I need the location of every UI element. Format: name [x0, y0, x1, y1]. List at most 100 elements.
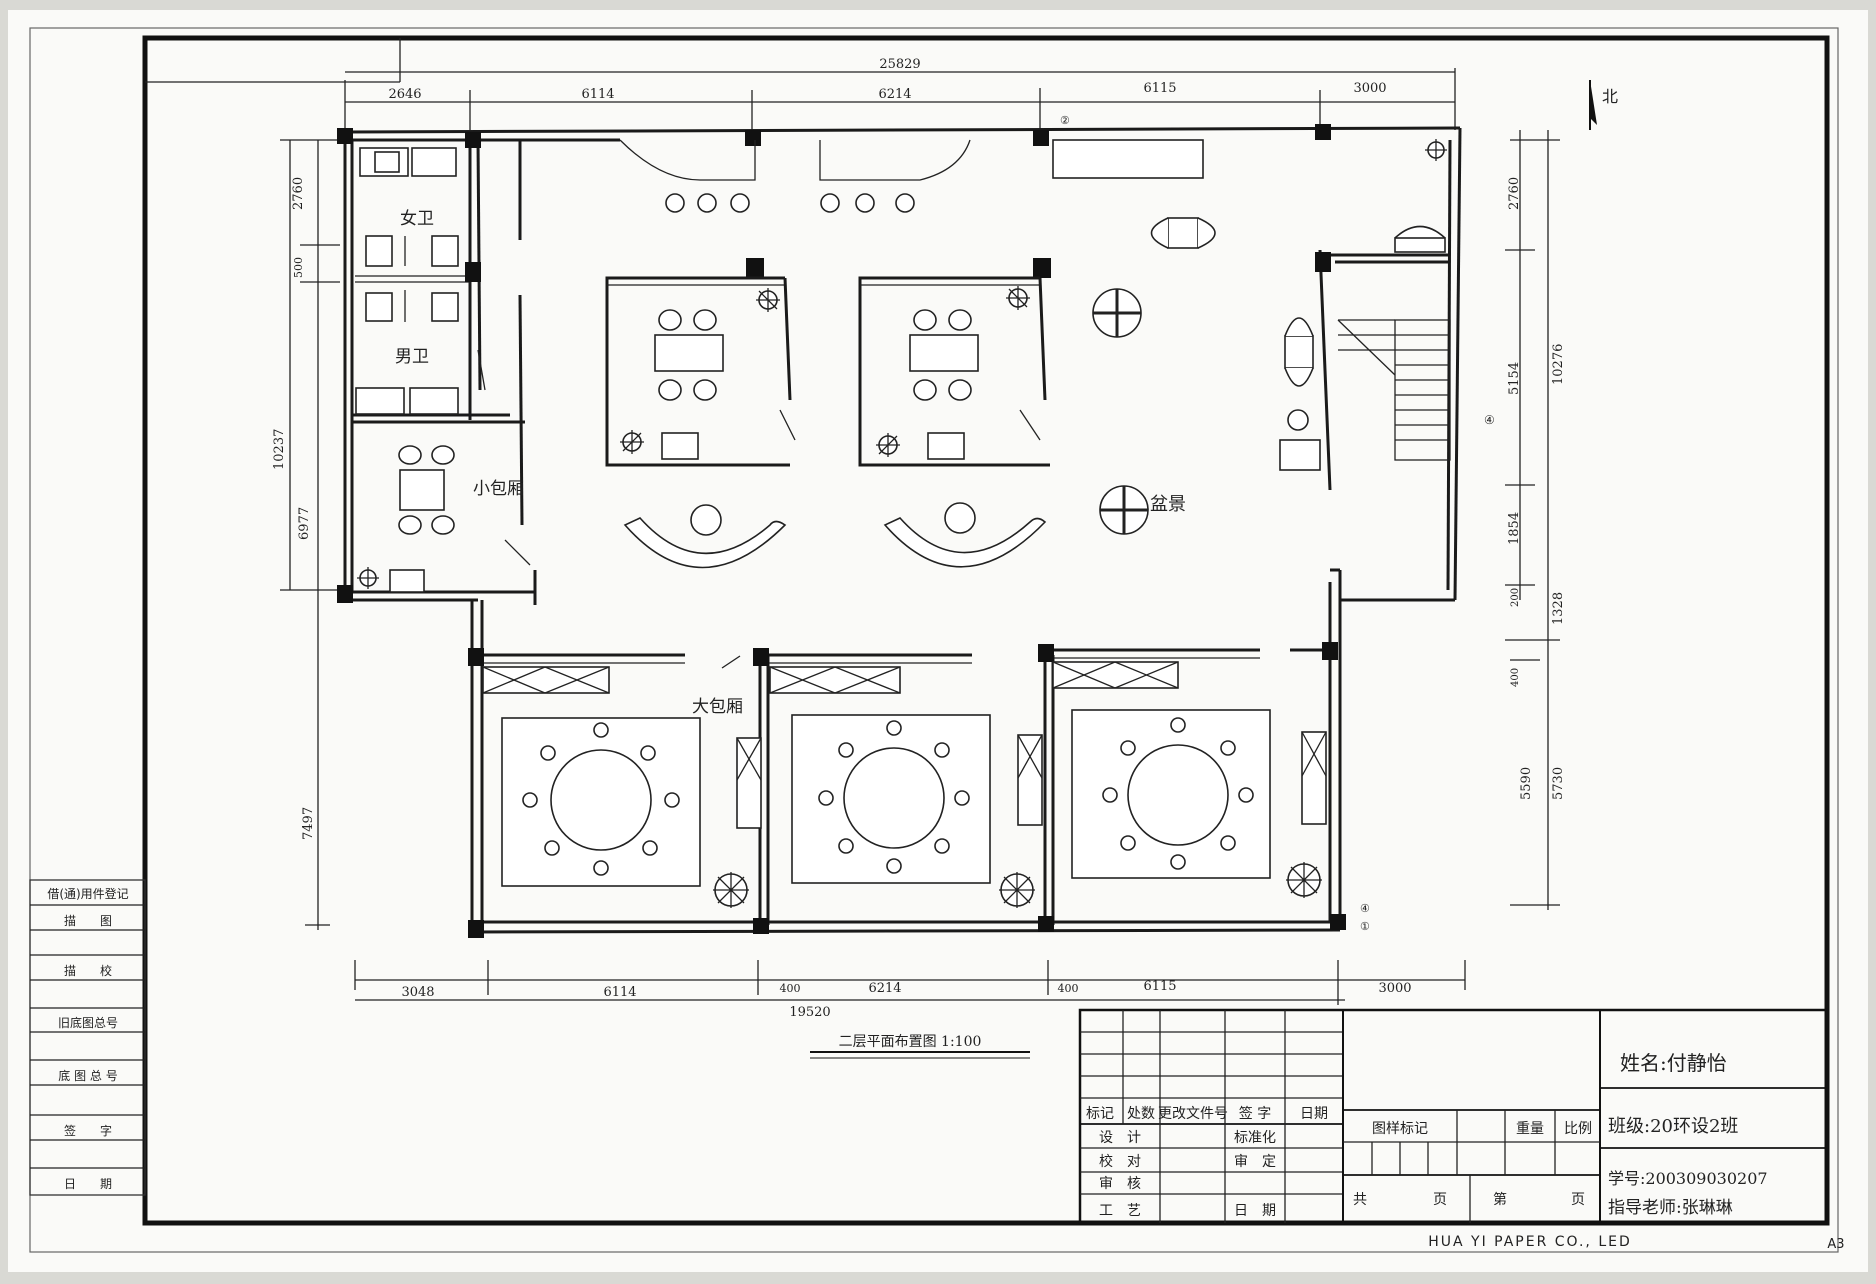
- tb-mid-row: 标准化: [1234, 1130, 1276, 1146]
- dim-top-5: 3000: [1353, 81, 1386, 96]
- tb-sample-mark: 图样标记: [1372, 1121, 1428, 1137]
- register-row: 日 期: [64, 1177, 112, 1191]
- curved-sofas: [623, 502, 1047, 569]
- dim-bottom-6: 6115: [1143, 979, 1176, 994]
- female-wc-label: 女卫: [400, 209, 434, 229]
- tb-scale: 比例: [1564, 1121, 1592, 1137]
- tb-left-row: 审 核: [1099, 1176, 1141, 1192]
- tb-page-unit: 页: [1433, 1192, 1447, 1208]
- dim-right-6: 400: [1510, 668, 1521, 687]
- large-private-label: 大包厢: [692, 697, 743, 717]
- dim-bottom-3: 400: [780, 982, 801, 995]
- register-row: 旧底图总号: [58, 1015, 118, 1030]
- bottom-dimensions: 3048 6114 400 6214 400 6115 3000 19520 ④…: [354, 902, 1466, 1020]
- male-toilet: 男卫: [355, 290, 486, 415]
- dim-top-4: 6115: [1143, 81, 1176, 96]
- male-wc-label: 男卫: [395, 347, 429, 367]
- tb-student-id: 学号:2003090302​07: [1608, 1169, 1768, 1188]
- plant-icons: [357, 139, 1447, 908]
- dim-right-2: 5154: [1507, 362, 1522, 395]
- outer-frame: [29, 27, 1839, 1253]
- walls: [343, 126, 1462, 934]
- paper-brand: HUA YI PAPER CO., LED: [1428, 1234, 1632, 1250]
- drawing-title-text: 二层平面布置图 1:100: [839, 1034, 982, 1050]
- dim-right-7: 5590: [1519, 767, 1534, 800]
- tb-weight: 重量: [1516, 1121, 1544, 1137]
- scenery-label: 盆景: [1150, 494, 1186, 515]
- dim-left-2: 500: [292, 257, 305, 278]
- register-header: 借(通)用件登记: [47, 886, 128, 901]
- dim-top-1: 2646: [388, 87, 421, 102]
- left-register: 借(通)用件登记 描 图 描 校 旧底图总号 底 图 总 号 签 字 日 期: [29, 879, 146, 1196]
- dim-left-total: 10237: [272, 429, 287, 470]
- tb-col-header: 标记: [1086, 1106, 1114, 1122]
- tb-teacher: 指导老师:张琳琳: [1608, 1198, 1733, 1218]
- tb-col-header: 更改文件号: [1158, 1106, 1228, 1122]
- right-dimensions: 2760 5154 10276 1854 200 1328 400 5590 5…: [1484, 130, 1566, 910]
- tb-col-header: 签 字: [1239, 1105, 1271, 1122]
- tb-page-unit: 页: [1571, 1192, 1585, 1208]
- axis-marker: ④: [1360, 902, 1370, 915]
- dim-right-5: 1328: [1551, 592, 1566, 625]
- dim-top-2: 6114: [581, 87, 614, 102]
- bonsai: 盆景: [1092, 288, 1186, 535]
- register-row: 签 字: [64, 1123, 112, 1138]
- tb-page-no: 第: [1493, 1191, 1507, 1208]
- tb-left-row: 校 对: [1099, 1153, 1141, 1170]
- female-toilet: 女卫: [359, 147, 459, 267]
- dim-left-3: 6977: [297, 507, 312, 540]
- tb-col-header: 处数: [1127, 1106, 1155, 1122]
- dim-left-1: 2760: [291, 177, 306, 210]
- drawing-title: 二层平面布置图 1:100: [810, 1034, 1030, 1059]
- register-row: 描 校: [64, 963, 112, 978]
- dim-bottom-4: 6214: [868, 981, 901, 996]
- large-private-room-1: 大包厢: [482, 655, 762, 887]
- paper-size: A3: [1827, 1237, 1844, 1252]
- north-arrow: 北: [1589, 80, 1618, 130]
- large-private-room-2: [769, 666, 1043, 884]
- dim-bottom-5: 400: [1058, 982, 1079, 995]
- inner-border: [142, 35, 1830, 1226]
- tb-left-row: 设 计: [1099, 1130, 1141, 1146]
- top-dimensions: 25829 2646 6114 6214 6115 3000 ②: [344, 57, 1456, 130]
- tb-class: 班级:20环设2班: [1608, 1116, 1738, 1137]
- small-private-room: 小包厢: [389, 445, 531, 593]
- dim-right-4: 200: [1510, 588, 1521, 607]
- register-row: 底 图 总 号: [58, 1068, 117, 1083]
- north-label: 北: [1602, 87, 1618, 106]
- tb-mid-row: 审 定: [1234, 1154, 1276, 1170]
- tb-col-header: 日期: [1300, 1106, 1328, 1122]
- north-bar-area: [619, 139, 1204, 213]
- tb-mid-row: 日 期: [1234, 1203, 1276, 1219]
- dim-right-8: 5730: [1551, 767, 1566, 800]
- dim-bottom-7: 3000: [1378, 981, 1411, 996]
- paper: [8, 10, 1868, 1272]
- dim-bottom-2: 6114: [603, 985, 636, 1000]
- staircase: [1337, 319, 1451, 461]
- dim-right-total: 10276: [1551, 344, 1566, 385]
- tb-total-pages: 共: [1353, 1192, 1367, 1208]
- dim-right-3: 1854: [1507, 512, 1522, 545]
- dim-top-3: 6214: [878, 87, 911, 102]
- dim-right-1: 2760: [1507, 177, 1522, 210]
- dim-bottom-1: 3048: [401, 985, 434, 1000]
- east-lounge: [1150, 217, 1446, 471]
- axis-marker: ①: [1360, 920, 1370, 933]
- tb-name: 姓名:付静怡: [1620, 1051, 1727, 1075]
- dining-booth-1: [605, 276, 796, 467]
- dining-booth-2: [858, 276, 1050, 467]
- axis-marker: ②: [1060, 114, 1070, 127]
- dim-top-total: 25829: [879, 57, 920, 72]
- small-private-label: 小包厢: [473, 479, 524, 499]
- columns: [337, 124, 1346, 938]
- dim-left-4: 7497: [301, 807, 316, 840]
- axis-marker: ④: [1484, 413, 1495, 427]
- title-block: 标记 处数 更改文件号 签 字 日期 设 计 校 对 审 核 工 艺 标准化 审…: [1078, 1008, 1829, 1225]
- left-dimensions: 2760 500 10237 6977 7497: [272, 139, 340, 930]
- large-private-room-3: [1052, 661, 1327, 879]
- register-row: 描 图: [64, 914, 112, 928]
- dim-bottom-total: 19520: [789, 1005, 830, 1020]
- tb-left-row: 工 艺: [1099, 1203, 1141, 1219]
